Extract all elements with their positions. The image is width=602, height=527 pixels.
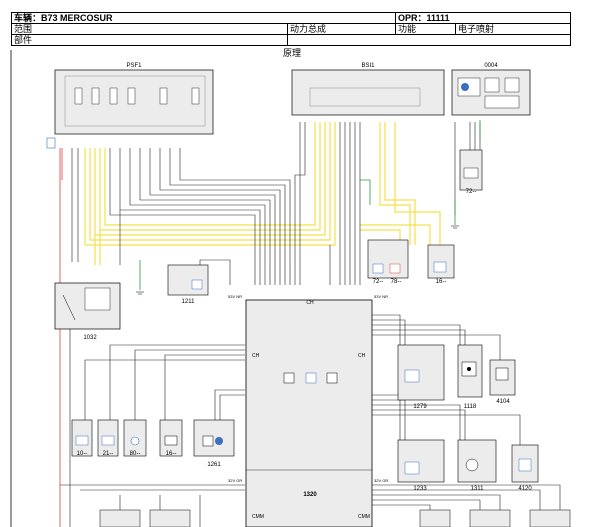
- title-row-scope: 范围 动力总成 功能 电子喷射: [12, 24, 570, 35]
- colored-wires: [59, 120, 481, 527]
- sensor-4104: 4104: [489, 359, 516, 405]
- psf1-label: PSF1: [126, 63, 142, 69]
- yellow-wire-bundle: [84, 122, 441, 265]
- ecu-ch-top: CH: [306, 300, 314, 306]
- ecu-cmm-left: CMM: [252, 514, 264, 520]
- c4120-label: 4120: [518, 486, 532, 492]
- c4104-label: 4104: [496, 399, 510, 405]
- title-block: 车辆：B73 MERCOSUR OPR：11111 范围 动力总成 功能 电子喷…: [11, 12, 571, 46]
- ecu-ch-right: CH: [358, 353, 366, 359]
- module-0004: 0004: [451, 63, 531, 116]
- sensor-80: 80--: [123, 419, 147, 457]
- c16a-label: 16--: [436, 279, 447, 285]
- ground-symbols: [136, 225, 459, 295]
- ecu-cmm-right: CMM: [358, 514, 370, 520]
- actuator-1279: 1279: [397, 344, 445, 410]
- ecu-ch-left: CH: [252, 353, 260, 359]
- ecu-1320: CH CH CH 1320 CMM CMM 53V NR 53V NR 32V …: [228, 294, 388, 527]
- c78-label: 78--: [391, 279, 402, 285]
- powertrain-cell: 动力总成: [288, 24, 396, 34]
- ecu-top-right: 53V NR: [374, 294, 388, 299]
- c1233-label: 1233: [413, 486, 427, 492]
- scope-label: 范围: [12, 24, 288, 34]
- psf1-module: PSF1: [46, 63, 214, 149]
- connector-16a: 16--: [427, 244, 455, 285]
- sensor-21: 21--: [97, 419, 119, 457]
- connector-72b-78: 72-- 78--: [367, 239, 409, 285]
- sensor-4120: 4120: [511, 444, 539, 492]
- title-row-vehicle: 车辆：B73 MERCOSUR OPR：11111: [12, 13, 570, 24]
- bsi1-module: BSI1: [291, 63, 445, 116]
- c1261-label: 1261: [207, 462, 221, 468]
- sensor-1261: 1261: [193, 419, 235, 468]
- sensor-10: 10--: [71, 419, 93, 457]
- ecu-mid-right: 32V GR: [374, 478, 388, 483]
- c10-label: 10--: [77, 451, 88, 457]
- ecu-top-left: 53V NR: [228, 294, 242, 299]
- bottom-modules: [99, 509, 571, 527]
- c16b-label: 16--: [166, 451, 177, 457]
- c1279-label: 1279: [413, 404, 427, 410]
- c1311-label: 1311: [471, 486, 485, 492]
- relay-1032: 1032: [54, 282, 121, 341]
- sensor-1211: 1211: [167, 264, 209, 305]
- vehicle-cell: 车辆：B73 MERCOSUR: [12, 13, 396, 23]
- parts-label: 部件: [12, 35, 288, 45]
- actuator-1118: 1118: [457, 344, 483, 410]
- c1118-label: 1118: [464, 404, 477, 410]
- pump-1311: 1311: [457, 439, 497, 492]
- sensor-16b: 16--: [159, 419, 183, 457]
- c1032-label: 1032: [83, 335, 97, 341]
- bsi1-label: BSI1: [361, 63, 375, 69]
- c0004-label: 0004: [484, 63, 498, 69]
- c72b-label: 72--: [373, 279, 384, 285]
- c21-label: 21--: [103, 451, 114, 457]
- function-value: 电子喷射: [458, 24, 495, 34]
- c1211-label: 1211: [182, 299, 196, 305]
- opr-cell: OPR：11111: [398, 13, 450, 23]
- function-label: 功能: [396, 24, 456, 34]
- c72a-label: 72--: [466, 189, 477, 195]
- c1320-label: 1320: [303, 492, 317, 498]
- title-row-parts: 部件: [12, 35, 570, 45]
- ecu-mid-left: 32V GR: [228, 478, 242, 483]
- section-title: 原理: [283, 48, 302, 58]
- c80-label: 80--: [130, 451, 141, 457]
- actuator-1233: 1233: [397, 439, 445, 492]
- black-wire-bundle: [60, 122, 561, 527]
- connector-72a: 72--: [459, 149, 483, 195]
